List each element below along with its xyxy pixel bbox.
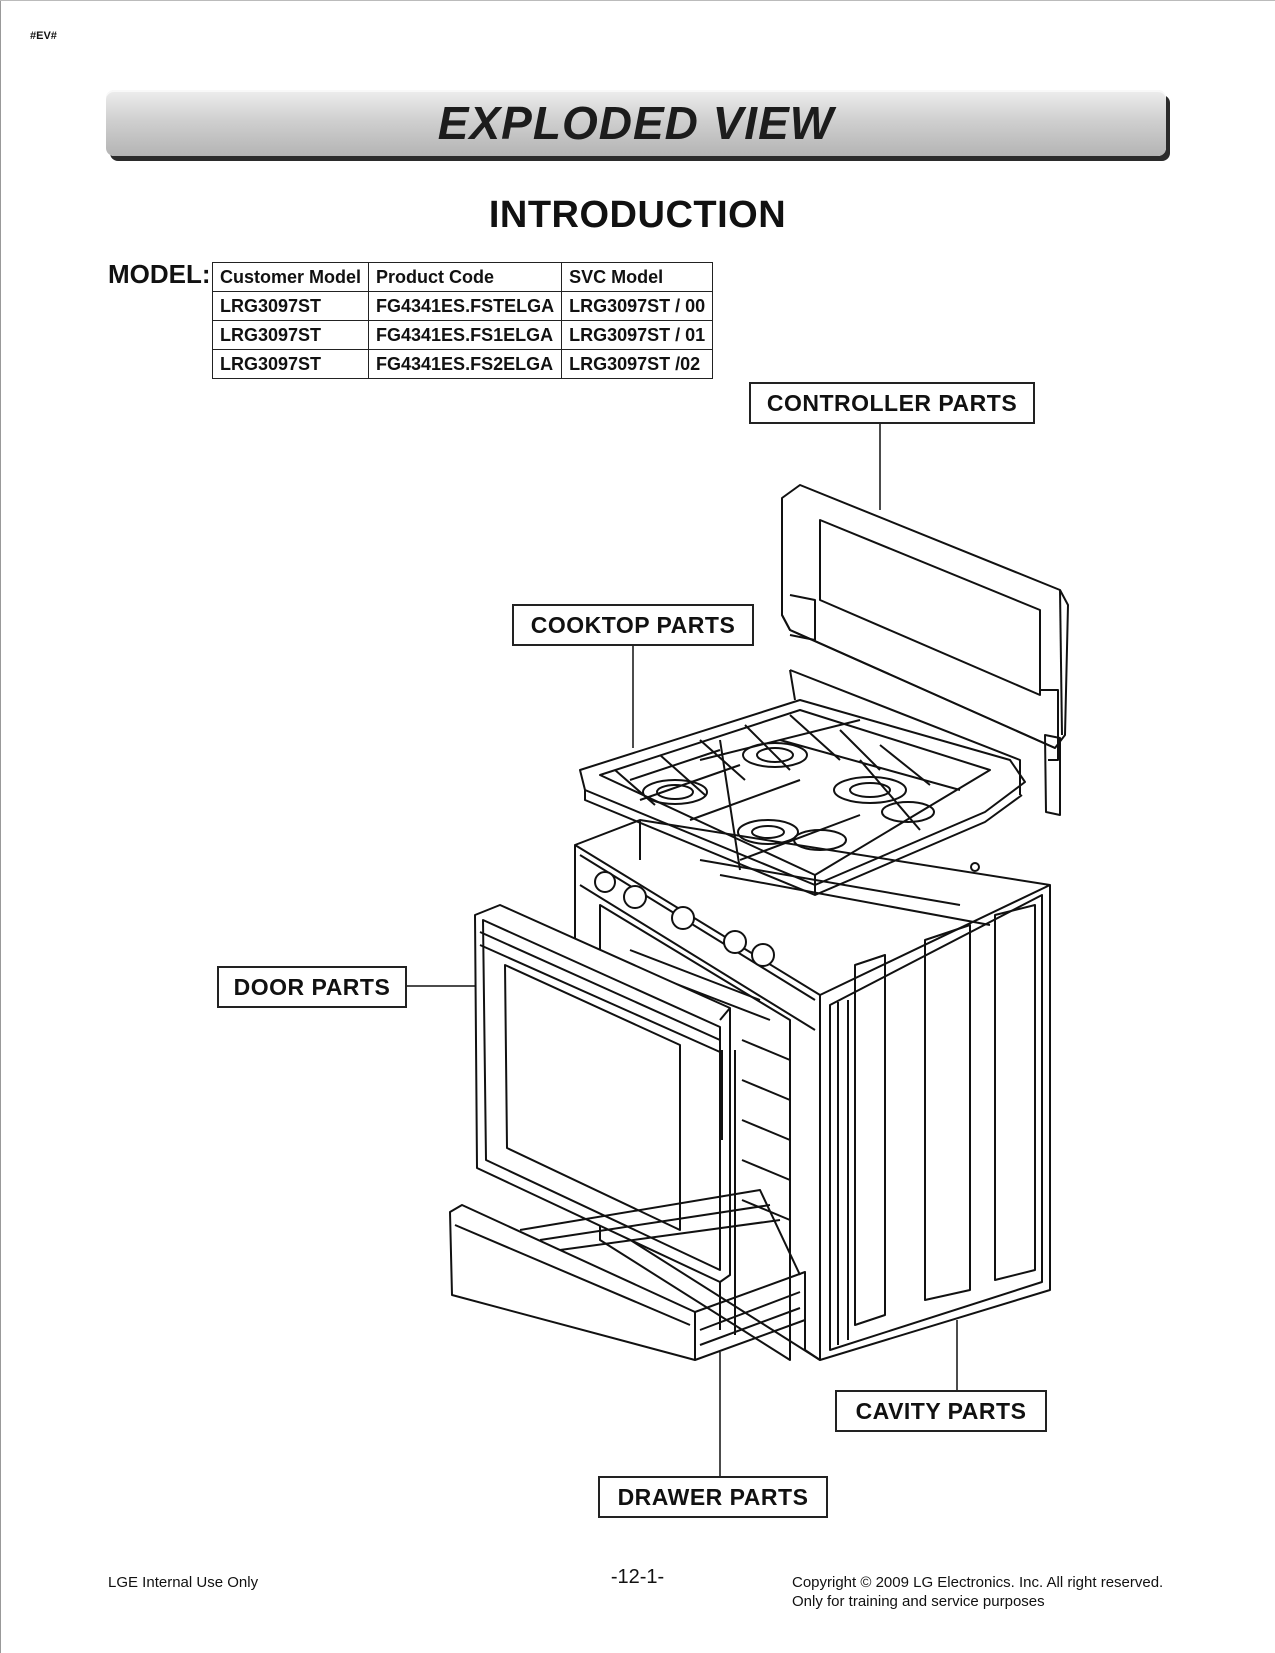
- table-cell: FG4341ES.FS1ELGA: [368, 320, 563, 350]
- callout-cavity-parts: CAVITY PARTS: [835, 1390, 1047, 1432]
- cooktop-drawing: [579, 669, 1026, 896]
- table-row: LRG3097ST FG4341ES.FS1ELGA LRG3097ST / 0…: [211, 320, 714, 350]
- column-header-customer-model: Customer Model: [211, 262, 370, 292]
- table-cell: LRG3097ST / 01: [561, 320, 714, 350]
- footer-copyright-line2: Only for training and service purposes: [792, 1593, 1045, 1610]
- column-header-svc-model: SVC Model: [561, 262, 714, 292]
- model-table-header: Customer Model Product Code SVC Model: [211, 262, 714, 292]
- page-tag: #EV#: [30, 30, 57, 42]
- model-table: Customer Model Product Code SVC Model LR…: [211, 262, 714, 379]
- drawer-drawing: [449, 1189, 821, 1361]
- table-row: LRG3097ST FG4341ES.FSTELGA LRG3097ST / 0…: [211, 291, 714, 321]
- table-cell: FG4341ES.FS2ELGA: [368, 349, 563, 379]
- table-cell: LRG3097ST: [211, 291, 370, 321]
- page-title: EXPLODED VIEW: [437, 97, 835, 149]
- oven-door-drawing: [474, 904, 731, 1283]
- callout-door-parts: DOOR PARTS: [217, 966, 407, 1008]
- table-row: LRG3097ST FG4341ES.FS2ELGA LRG3097ST /02: [211, 349, 714, 379]
- column-header-product-code: Product Code: [368, 262, 563, 292]
- callout-controller-parts: CONTROLLER PARTS: [749, 382, 1035, 424]
- section-title: INTRODUCTION: [488, 194, 787, 236]
- page-edge-top: [0, 0, 1275, 1]
- page-number: -12-1-: [610, 1566, 665, 1588]
- header-banner: EXPLODED VIEW: [106, 90, 1166, 156]
- footer-internal-use: LGE Internal Use Only: [108, 1574, 259, 1591]
- model-label: MODEL:: [108, 259, 211, 289]
- leader-lines: [404, 420, 958, 1476]
- callout-cooktop-parts: COOKTOP PARTS: [512, 604, 754, 646]
- table-cell: LRG3097ST /02: [561, 349, 714, 379]
- callout-drawer-parts: DRAWER PARTS: [598, 1476, 828, 1518]
- page-edge-left: [0, 0, 1, 1653]
- table-cell: LRG3097ST: [211, 349, 370, 379]
- table-cell: LRG3097ST / 00: [561, 291, 714, 321]
- controller-panel-drawing: [781, 484, 1069, 816]
- table-cell: LRG3097ST: [211, 320, 370, 350]
- footer-copyright-line1: Copyright © 2009 LG Electronics. Inc. Al…: [792, 1574, 1164, 1591]
